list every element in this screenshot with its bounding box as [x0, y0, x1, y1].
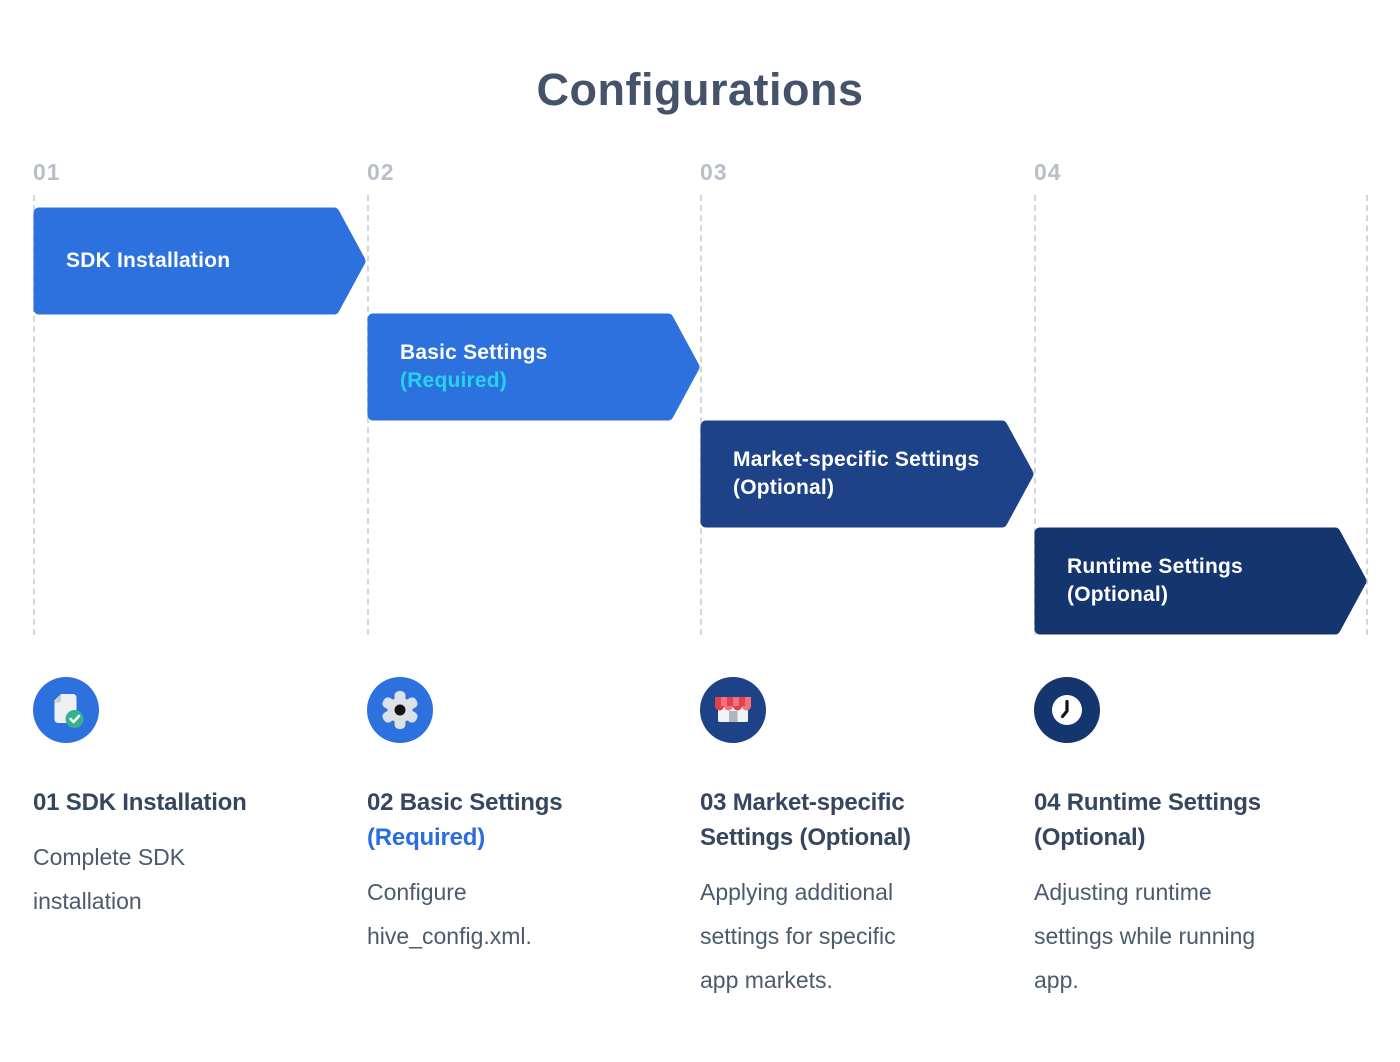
description-line: settings for specific — [700, 923, 896, 949]
description-line: Complete SDK — [33, 844, 186, 870]
description-line: settings while running — [1034, 923, 1256, 949]
description-line: app markets. — [700, 967, 833, 993]
banner-label: SDK Installation — [66, 249, 231, 272]
step-heading: 02 Basic Settings (Required) — [367, 785, 677, 855]
gear-icon — [367, 677, 433, 743]
banner-label: Basic Settings — [400, 341, 548, 364]
step-column-sdk-installation: 01 SDK Installation Complete SDK install… — [33, 677, 343, 923]
step-description: Adjusting runtime settings while running… — [1034, 870, 1344, 1002]
banner-sdk-installation: SDK Installation — [33, 207, 366, 315]
storefront-icon — [700, 677, 766, 743]
step-heading-line1: 02 Basic Settings — [367, 789, 563, 816]
step-description: Configure hive_config.xml. — [367, 870, 677, 958]
column-guide-line — [700, 195, 702, 635]
step-number-02: 02 — [367, 159, 395, 185]
banner-label: Market-specific Settings — [733, 448, 980, 471]
arrow-banner-shape — [1034, 527, 1367, 635]
step-heading: 03 Market-specific Settings (Optional) — [700, 785, 1010, 855]
arrow-banner-shape — [700, 420, 1034, 528]
banner-runtime-settings: Runtime Settings (Optional) — [1034, 527, 1367, 635]
description-line: hive_config.xml. — [367, 923, 532, 949]
description-line: Configure — [367, 879, 467, 905]
banner-sublabel: (Optional) — [1067, 583, 1169, 606]
step-column-market-specific-settings: 03 Market-specific Settings (Optional) A… — [700, 677, 1010, 1002]
column-guide-line — [1034, 195, 1036, 635]
column-guide-line — [1366, 195, 1368, 635]
step-heading: 04 Runtime Settings (Optional) — [1034, 785, 1344, 855]
clock-icon — [1034, 677, 1100, 743]
step-description: Applying additional settings for specifi… — [700, 870, 1010, 1002]
column-guide-line — [33, 195, 35, 635]
description-line: Applying additional — [700, 879, 894, 905]
banner-basic-settings: Basic Settings (Required) — [367, 313, 700, 421]
description-line: installation — [33, 888, 142, 914]
step-column-basic-settings: 02 Basic Settings (Required) Configure h… — [367, 677, 677, 958]
arrow-banner-shape — [367, 313, 700, 421]
step-heading-line2: (Optional) — [1034, 824, 1146, 851]
step-heading-line2-required: (Required) — [367, 824, 486, 851]
step-description: Complete SDK installation — [33, 835, 343, 923]
document-check-icon — [33, 677, 99, 743]
banner-label: Runtime Settings — [1067, 555, 1243, 578]
step-heading-line1: 01 SDK Installation — [33, 789, 247, 816]
step-heading: 01 SDK Installation — [33, 785, 343, 820]
step-heading-line2: Settings (Optional) — [700, 824, 911, 851]
arrow-banner-shape — [33, 207, 366, 315]
step-number-01: 01 — [33, 159, 61, 185]
step-heading-line1: 03 Market-specific — [700, 789, 905, 816]
banner-sublabel: (Optional) — [733, 476, 835, 499]
step-number-03: 03 — [700, 159, 728, 185]
step-number-04: 04 — [1034, 159, 1062, 185]
banner-market-specific-settings: Market-specific Settings (Optional) — [700, 420, 1034, 528]
step-heading-line1: 04 Runtime Settings — [1034, 789, 1261, 816]
description-line: Adjusting runtime — [1034, 879, 1212, 905]
page-title: Configurations — [536, 64, 864, 115]
step-column-runtime-settings: 04 Runtime Settings (Optional) Adjusting… — [1034, 677, 1344, 1002]
banner-sublabel: (Required) — [400, 369, 507, 392]
description-line: app. — [1034, 967, 1079, 993]
